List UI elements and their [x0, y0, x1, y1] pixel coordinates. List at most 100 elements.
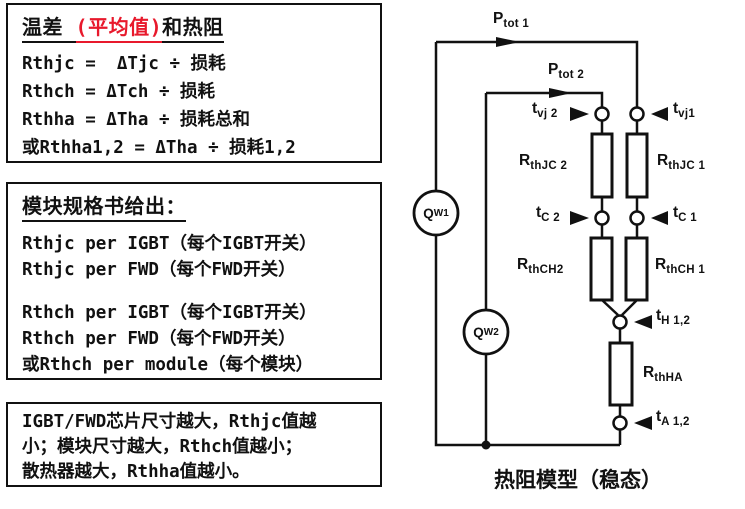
label-sub: thCH2 [528, 264, 564, 277]
arrowheads [496, 37, 668, 430]
wire-branch-1 [621, 121, 639, 316]
label-base: R [643, 364, 655, 381]
label-sub: tot 2 [558, 69, 585, 82]
title-part-black: 温差 [22, 15, 76, 43]
resistor-rthjc2 [590, 132, 614, 199]
label-base: t [532, 100, 538, 117]
label-ta12: tA 1,2 [656, 408, 690, 429]
label-tc1: tC 1 [673, 204, 697, 225]
resistor-symbols [589, 132, 649, 407]
datasheet-title-text: 模块规格书给出： [22, 194, 186, 222]
label-sub: A 1,2 [661, 416, 690, 429]
title-part-black2: 和热阻 [162, 15, 224, 43]
label-base: Q [473, 324, 484, 340]
formula-line: Rthha = ΔTha ÷ 损耗总和 [22, 110, 251, 130]
wire-branch-2 [600, 121, 619, 316]
formula-lines: Rthjc = ΔTjc ÷ 损耗 Rthch = ΔTch ÷ 损耗 Rthh… [22, 50, 366, 162]
datasheet-box: 模块规格书给出： Rthjc per IGBT（每个IGBT开关） Rthjc … [6, 182, 382, 380]
ptot1-flow-arrow-icon [496, 37, 520, 47]
label-tvj2: tvj 2 [532, 100, 558, 121]
title-part-red: (平均值) [75, 15, 163, 43]
label-ptot2: Ptot 2 [548, 61, 584, 82]
note-line: 小；模块尺寸越大，Rthch值越小； [22, 437, 303, 457]
resistor-rthha [608, 341, 634, 407]
datasheet-line: Rthch per IGBT（每个IGBT开关） [22, 303, 317, 323]
datasheet-box-title: 模块规格书给出： [22, 190, 366, 222]
ptot2-flow-arrow-icon [549, 88, 572, 98]
label-tc2: tC 2 [536, 204, 560, 225]
label-rthjc2: RthJC 2 [519, 152, 567, 173]
resistor-rthjc1 [625, 132, 649, 199]
label-base: t [536, 204, 542, 221]
node-tc2 [594, 210, 610, 226]
note-line: IGBT/FWD芯片尺寸越大，Rthjc值越 [22, 412, 317, 432]
ta12-pointer-icon [634, 416, 652, 430]
source-qw1-circle [412, 189, 460, 237]
resistor-rthch2 [589, 236, 614, 302]
datasheet-group-1: Rthjc per IGBT（每个IGBT开关） Rthjc per FWD（每… [22, 231, 366, 283]
label-base: R [517, 256, 529, 273]
tc1-pointer-icon [651, 211, 668, 225]
formula-box: 温差 (平均值)和热阻 Rthjc = ΔTjc ÷ 损耗 Rthch = ΔT… [6, 3, 382, 163]
label-sub: thJC 1 [668, 160, 706, 173]
label-sub: thJC 2 [530, 160, 568, 173]
datasheet-line: Rthch per FWD（每个FWD开关） [22, 329, 296, 349]
label-base: t [673, 204, 679, 221]
tc2-pointer-icon [570, 211, 589, 225]
diagram-caption: 热阻模型（稳态） [494, 468, 662, 492]
label-sub: thHA [654, 372, 683, 385]
label-sub: vj 2 [537, 108, 558, 121]
label-rthjc1: RthJC 1 [657, 152, 705, 173]
formula-line: Rthch = ΔTch ÷ 损耗 [22, 82, 216, 102]
label-rthch1: RthCH 1 [655, 256, 705, 277]
label-sub: thCH 1 [666, 264, 706, 277]
node-ta12 [612, 415, 628, 431]
wire-inner-loop [484, 91, 604, 445]
heat-sources [412, 189, 510, 356]
label-sub: C 2 [541, 212, 560, 225]
node-tc1 [629, 210, 645, 226]
label-base: t [656, 408, 662, 425]
label-sub: C 1 [678, 212, 697, 225]
label-base: P [548, 61, 559, 78]
label-base: t [656, 307, 662, 324]
label-base: Q [423, 205, 434, 221]
datasheet-group-2: Rthch per IGBT（每个IGBT开关） Rthch per FWD（每… [22, 300, 366, 378]
label-sub: H 1,2 [661, 315, 691, 328]
formula-line: 或Rthha1,2 = ΔTha ÷ 损耗1,2 [22, 138, 296, 158]
label-sub: W2 [483, 326, 499, 338]
label-sub: tot 1 [503, 18, 530, 31]
note-lines: IGBT/FWD芯片尺寸越大，Rthjc值越 小；模块尺寸越大，Rthch值越小… [22, 410, 366, 485]
tvj2-pointer-icon [570, 107, 589, 121]
formula-line: Rthjc = ΔTjc ÷ 损耗 [22, 54, 226, 74]
label-rthch2: RthCH2 [517, 256, 564, 277]
label-base: t [673, 100, 679, 117]
node-tvj1 [629, 106, 645, 122]
label-ptot1: Ptot 1 [493, 10, 529, 31]
note-line: 散热器越大，Rthha值越小。 [22, 462, 250, 482]
junction-dot [481, 440, 491, 450]
temperature-nodes [594, 106, 645, 431]
label-sub: vj1 [678, 108, 696, 121]
label-tvj1: tvj1 [673, 100, 695, 121]
source-qw2-circle [462, 308, 510, 356]
label-rthha: RthHA [643, 364, 683, 385]
label-th12: tH 1,2 [656, 307, 690, 328]
label-base: P [493, 10, 504, 27]
tvj1-pointer-icon [651, 107, 668, 121]
label-base: R [657, 152, 669, 169]
note-box: IGBT/FWD芯片尺寸越大，Rthjc值越 小；模块尺寸越大，Rthch值越小… [6, 402, 382, 487]
th12-pointer-icon [634, 315, 652, 329]
label-base: R [655, 256, 667, 273]
resistor-rthch1 [624, 236, 649, 302]
label-sub: W1 [433, 207, 449, 219]
label-base: R [519, 152, 531, 169]
datasheet-line: Rthjc per FWD（每个FWD开关） [22, 260, 296, 280]
node-th12 [612, 314, 628, 330]
node-tvj2 [594, 106, 610, 122]
formula-box-title: 温差 (平均值)和热阻 [22, 11, 366, 43]
